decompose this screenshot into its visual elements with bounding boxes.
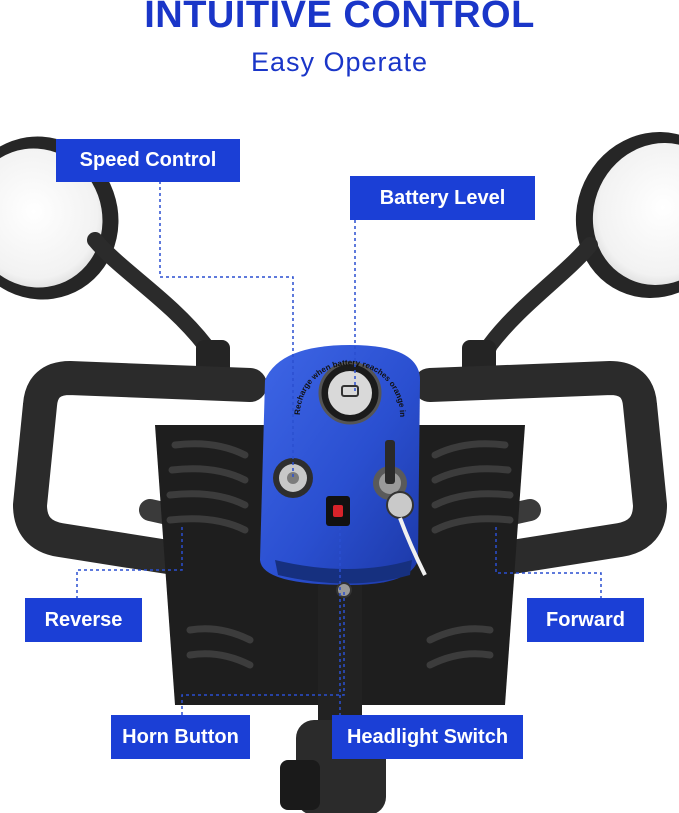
key-ignition[interactable]	[373, 440, 427, 576]
page-subtitle: Easy Operate	[250, 47, 429, 77]
callout-lines	[76, 181, 602, 716]
speed-knob[interactable]	[273, 458, 313, 498]
battery-level-label: Battery Level	[350, 176, 535, 220]
reverse-label: Reverse	[25, 598, 142, 642]
horn-button-label: Horn Button	[111, 715, 250, 759]
right-mirror	[462, 132, 679, 390]
page-title: INTUITIVE CONTROL	[144, 0, 535, 36]
forward-label: Forward	[527, 598, 644, 642]
speed-control-label: Speed Control	[56, 139, 240, 182]
headlight-switch-label: Headlight Switch	[332, 715, 523, 759]
headlight-switch[interactable]	[326, 496, 350, 526]
